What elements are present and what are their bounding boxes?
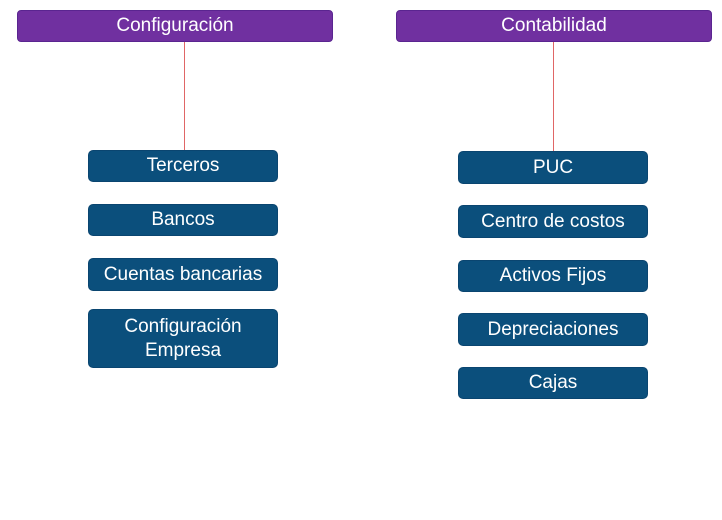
terceros-node[interactable]: Terceros <box>88 150 278 182</box>
puc-node[interactable]: PUC <box>458 151 648 184</box>
contabilidad-header[interactable]: Contabilidad <box>396 10 712 42</box>
centro-de-costos-node[interactable]: Centro de costos <box>458 205 648 238</box>
cuentas-bancarias-node[interactable]: Cuentas bancarias <box>88 258 278 291</box>
activos-fijos-node[interactable]: Activos Fijos <box>458 260 648 292</box>
bancos-node[interactable]: Bancos <box>88 204 278 236</box>
contabilidad-connector-line <box>553 42 554 151</box>
depreciaciones-node[interactable]: Depreciaciones <box>458 313 648 346</box>
cajas-node[interactable]: Cajas <box>458 367 648 399</box>
configuracion-header[interactable]: Configuración <box>17 10 333 42</box>
configuracion-empresa-node[interactable]: Configuración Empresa <box>88 309 278 368</box>
configuracion-connector-line <box>184 42 185 150</box>
